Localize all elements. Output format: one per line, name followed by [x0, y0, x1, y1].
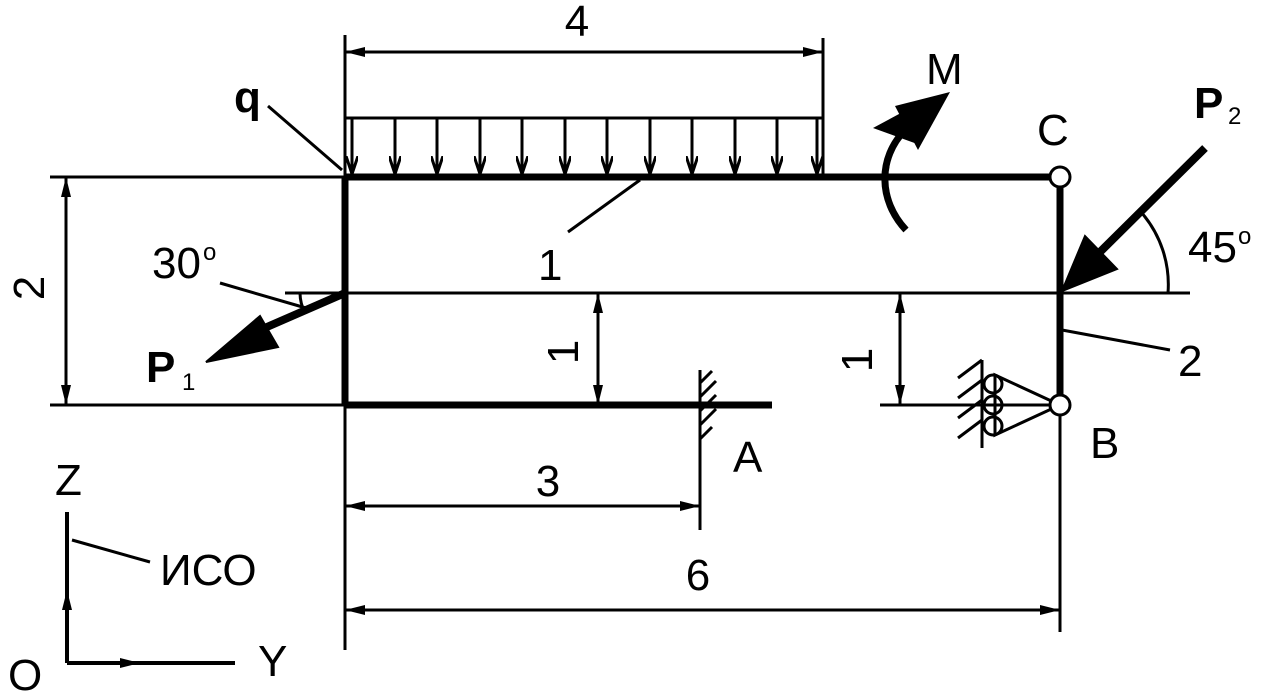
roller-support-b: [957, 358, 1064, 448]
fixed-support-a: [698, 369, 718, 441]
dim-3-label: 3: [536, 457, 560, 506]
member-2-label: 2: [1178, 337, 1202, 386]
leader-lines: [219, 178, 1171, 352]
frame-label: ИСО: [160, 546, 257, 595]
a-label: A: [733, 433, 763, 482]
hinge-c: [1048, 165, 1072, 189]
y-axis-label: Y: [258, 637, 287, 686]
m-label: M: [926, 45, 963, 94]
coordinate-axes: [62, 512, 235, 668]
structure: [341, 173, 1064, 409]
z-axis-label: Z: [55, 456, 82, 505]
angle-45-label: 45: [1188, 223, 1237, 272]
q-label: q: [234, 73, 261, 122]
q-leader: [267, 104, 343, 172]
p1-label: P: [146, 343, 175, 392]
hinge-b: [1048, 393, 1072, 417]
dim-1-mid-label: 1: [539, 340, 588, 364]
p2-subscript: 2: [1228, 103, 1241, 130]
dim-6-label: 6: [686, 551, 710, 600]
origin-label: O: [8, 651, 42, 693]
dim-1-right-label: 1: [833, 348, 882, 372]
distributed-load-q: [345, 116, 823, 174]
c-label: C: [1037, 106, 1069, 155]
moment-m-arrow: [873, 92, 950, 233]
force-p2-arrow: [1060, 145, 1208, 293]
p2-label: P: [1194, 79, 1223, 128]
angle-30-label: 30: [152, 239, 201, 288]
dim-4-label: 4: [565, 0, 589, 46]
angle-arcs: [298, 211, 1170, 314]
member-1-label: 1: [538, 241, 562, 290]
dimension-arrows: [61, 47, 1060, 615]
b-label: B: [1090, 419, 1119, 468]
force-p1-arrow: [205, 289, 347, 363]
p1-subscript: 1: [182, 369, 195, 396]
angle-30-degree: o: [203, 239, 216, 266]
dim-2-label: 2: [5, 276, 54, 300]
angle-45-degree: o: [1238, 223, 1251, 250]
